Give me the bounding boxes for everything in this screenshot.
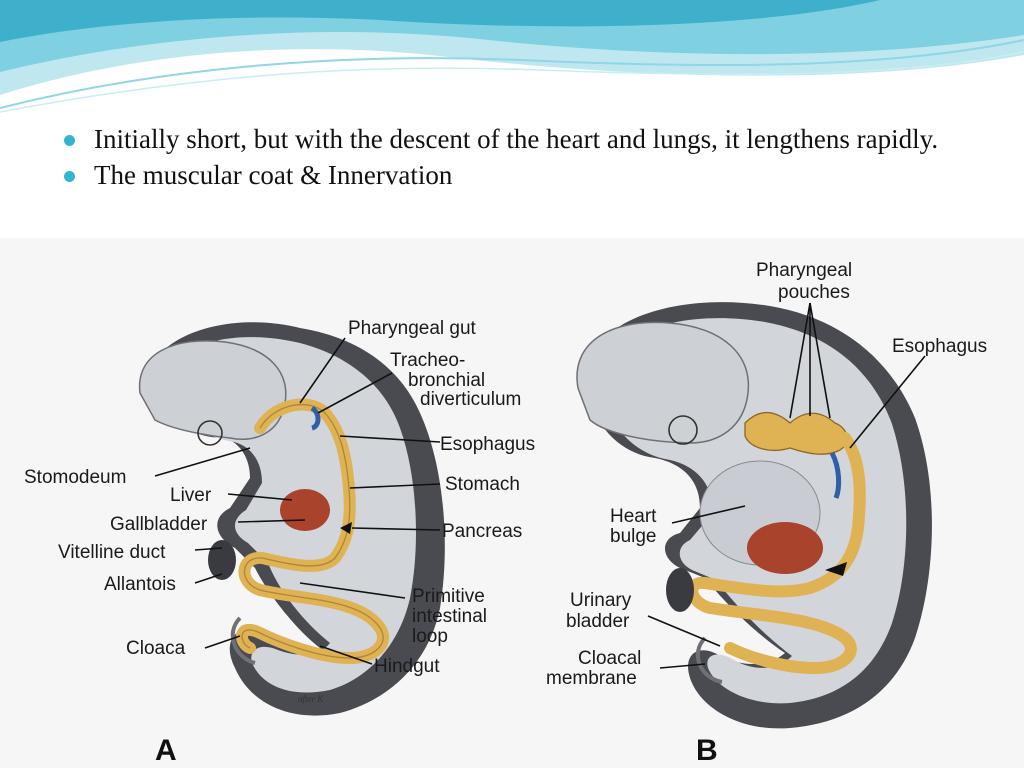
bullet-item: Initially short, but with the descent of… bbox=[60, 124, 940, 154]
bullet-dot-icon bbox=[64, 135, 75, 146]
label-hindgut: Hindgut bbox=[374, 656, 440, 677]
embryo-gut-diagram: Pharyngeal gut Tracheo- bronchial divert… bbox=[24, 260, 987, 767]
label-tracheo-2: bronchial bbox=[408, 370, 485, 391]
label-tracheo-3: diverticulum bbox=[420, 389, 521, 410]
panel-a-embryo bbox=[138, 322, 445, 716]
tracheobronchial-bud bbox=[310, 405, 321, 431]
label-stomach: Stomach bbox=[445, 474, 520, 495]
liver-shape bbox=[280, 489, 330, 531]
bullet-list: Initially short, but with the descent of… bbox=[60, 126, 940, 194]
label-urinary-1: Urinary bbox=[570, 590, 632, 611]
pancreas-marker bbox=[825, 562, 847, 576]
panel-b-leaders bbox=[647, 302, 926, 669]
label-allantois: Allantois bbox=[104, 574, 176, 595]
label-pharyngeal-2: pouches bbox=[778, 282, 850, 303]
panel-letter-a: A bbox=[155, 734, 177, 767]
panel-b-labels: Pharyngeal pouches Esophagus Heart bulge… bbox=[546, 260, 987, 767]
bullet-item: The muscular coat & Innervation bbox=[60, 160, 940, 190]
eye-icon bbox=[197, 420, 223, 446]
label-primitive-1: Primitive bbox=[412, 586, 485, 607]
bullet-text: The muscular coat & Innervation bbox=[94, 160, 453, 190]
label-esophagus-a: Esophagus bbox=[440, 434, 535, 455]
label-esophagus-b: Esophagus bbox=[892, 336, 987, 357]
panel-b-embryo bbox=[576, 302, 932, 729]
label-cloaca: Cloaca bbox=[126, 638, 186, 659]
label-gallbladder: Gallbladder bbox=[110, 514, 208, 535]
label-stomodeum: Stomodeum bbox=[24, 467, 126, 488]
label-heart-2: bulge bbox=[610, 526, 657, 547]
artist-signature: after K bbox=[298, 694, 324, 704]
label-pharyngeal-gut: Pharyngeal gut bbox=[348, 318, 477, 339]
panel-a-labels: Pharyngeal gut Tracheo- bronchial divert… bbox=[24, 318, 535, 767]
bullet-text: Initially short, but with the descent of… bbox=[94, 124, 939, 154]
label-primitive-2: intestinal bbox=[412, 606, 487, 627]
liver-shape bbox=[747, 522, 823, 574]
pancreas-marker bbox=[340, 522, 352, 534]
label-vitelline-duct: Vitelline duct bbox=[58, 542, 166, 563]
label-tracheo-1: Tracheo- bbox=[390, 350, 465, 371]
label-cloacal-2: membrane bbox=[546, 668, 637, 689]
eye-icon bbox=[668, 415, 698, 445]
label-pharyngeal-1: Pharyngeal bbox=[756, 260, 852, 281]
header-wave-decoration bbox=[0, 0, 1024, 113]
tracheobronchial-bud bbox=[829, 451, 842, 499]
label-liver: Liver bbox=[170, 485, 212, 506]
label-pancreas: Pancreas bbox=[442, 521, 522, 542]
panel-a-leaders bbox=[154, 337, 441, 665]
label-heart-1: Heart bbox=[610, 506, 657, 527]
bullet-dot-icon bbox=[64, 171, 75, 182]
panel-letter-b: B bbox=[696, 734, 718, 767]
label-cloacal-1: Cloacal bbox=[578, 648, 641, 669]
label-urinary-2: bladder bbox=[566, 611, 630, 632]
label-primitive-3: loop bbox=[412, 626, 448, 647]
